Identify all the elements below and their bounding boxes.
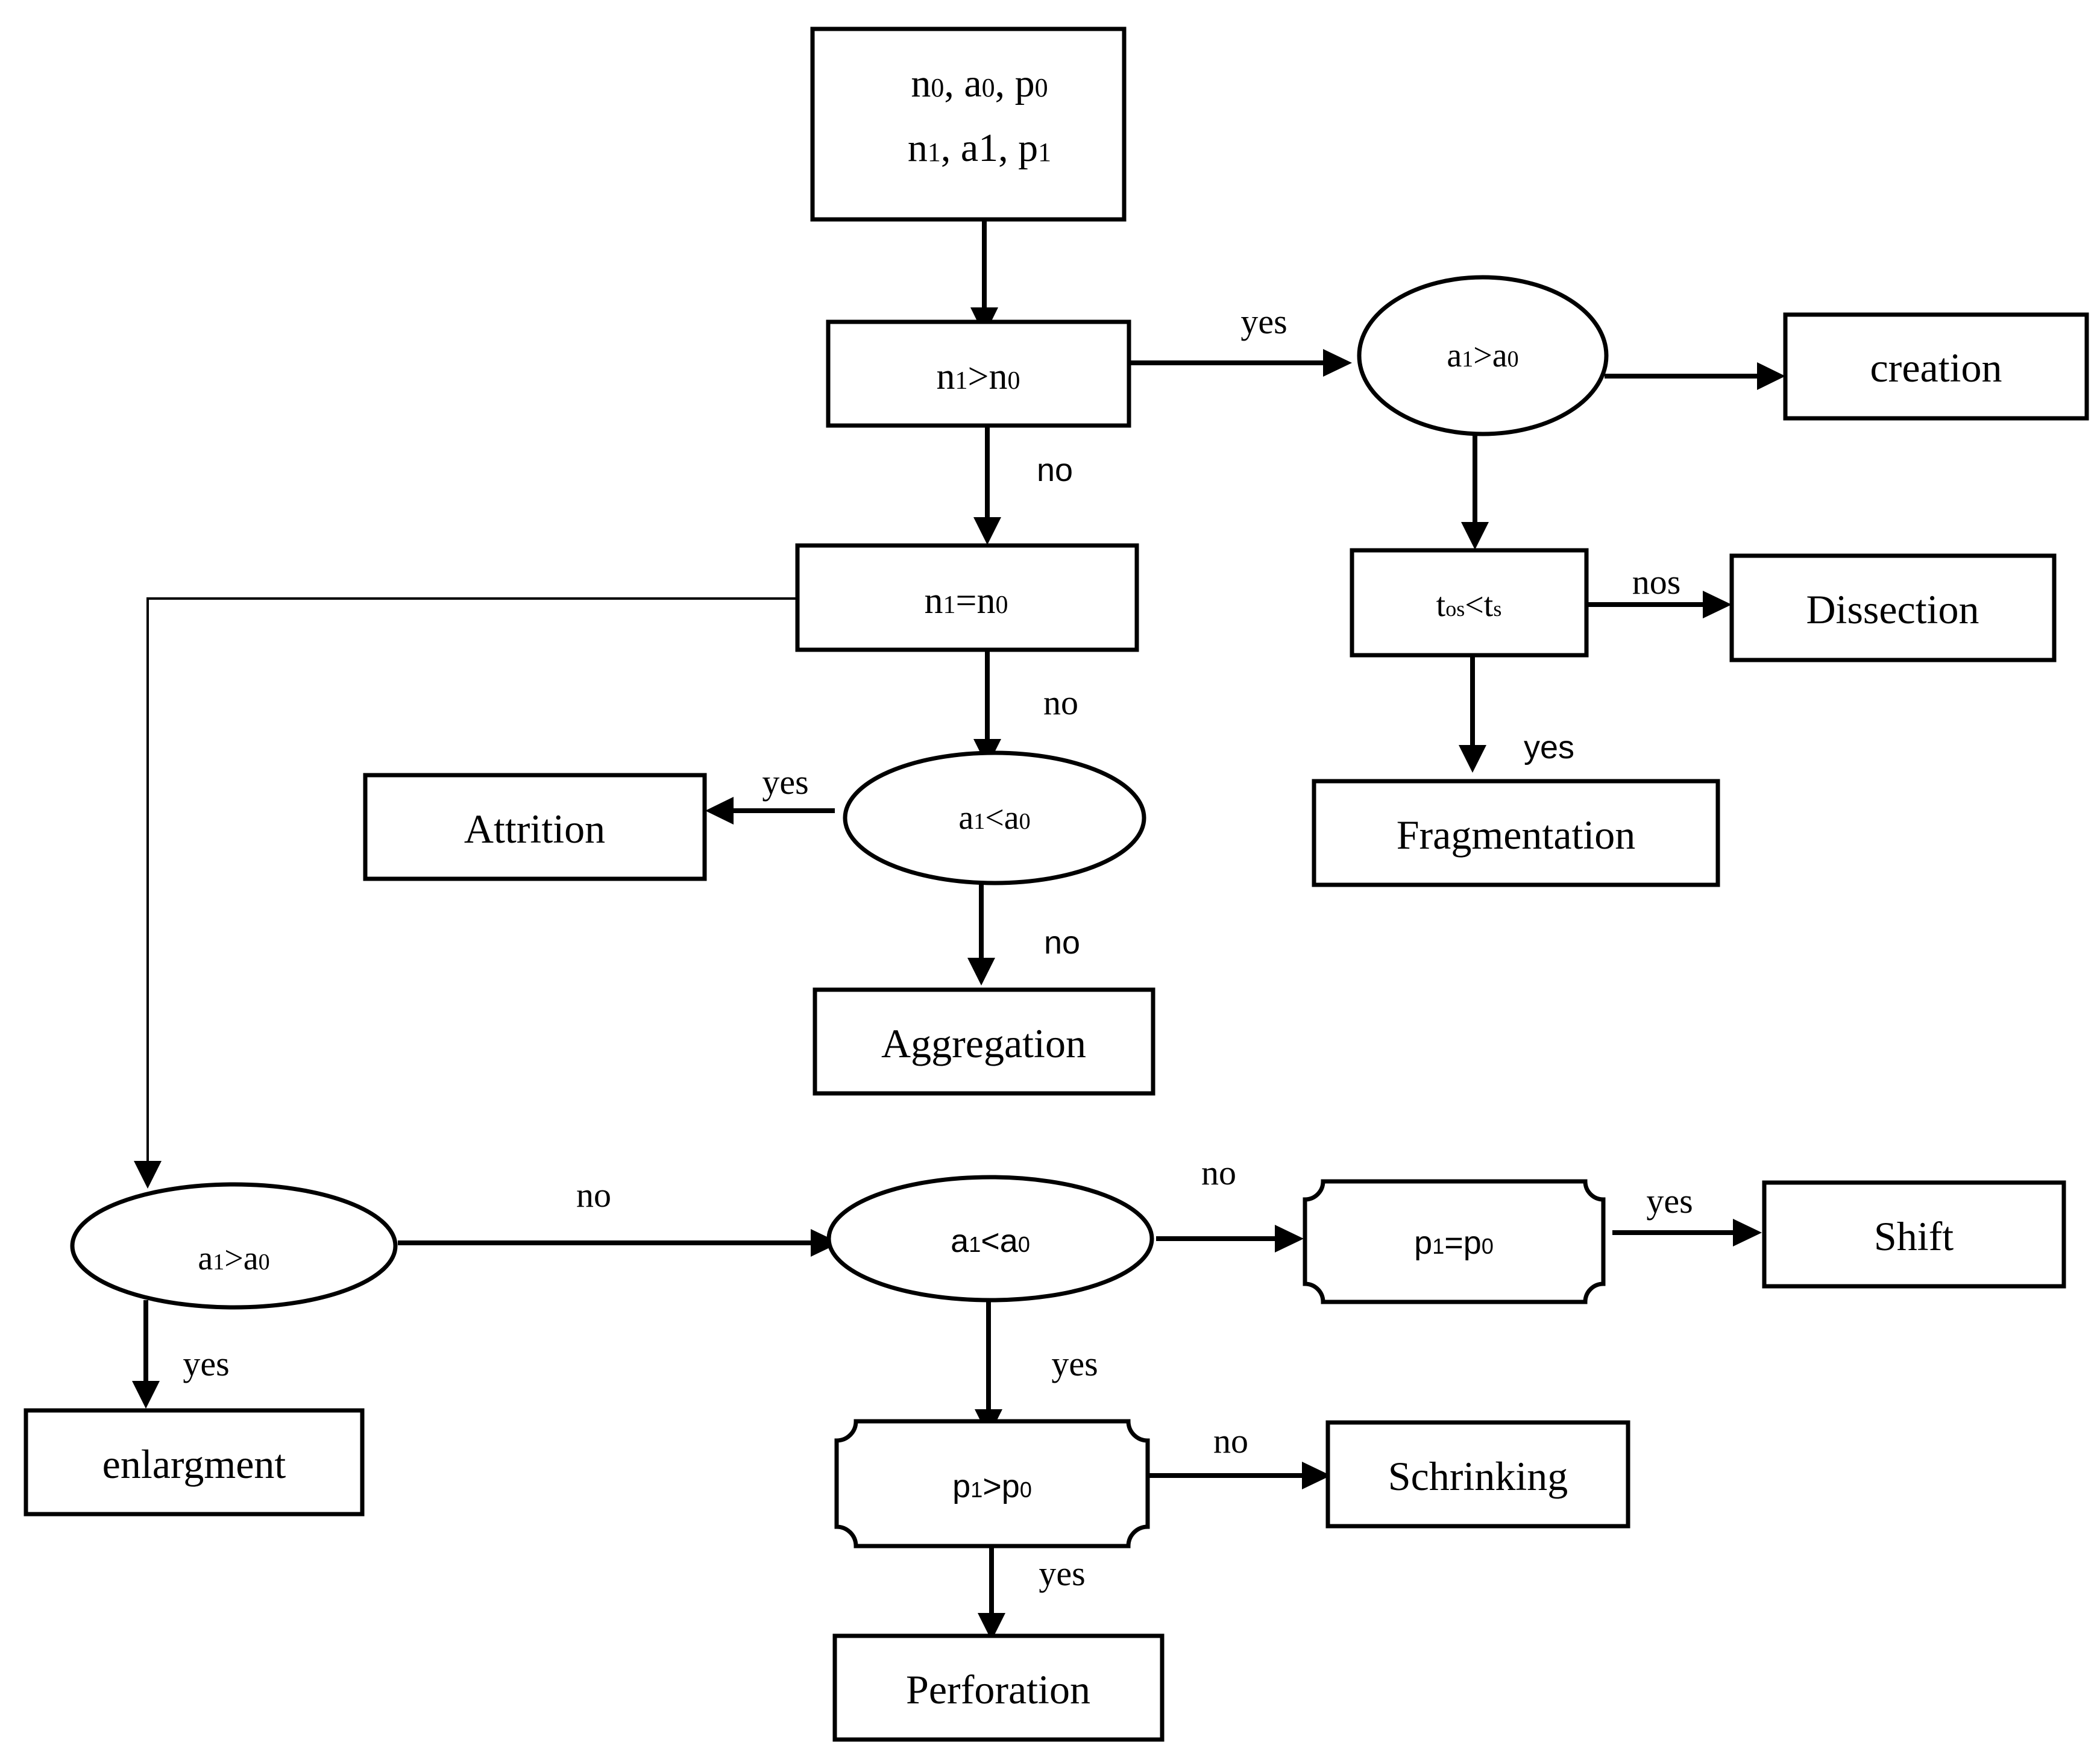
label-a-lt-bottom-yes: yes	[1051, 1344, 1098, 1383]
node-attrition: Attrition	[363, 773, 707, 881]
arrowhead	[811, 1229, 840, 1257]
node-fragmentation: Fragmentation	[1312, 779, 1720, 887]
arrowhead	[1302, 1462, 1331, 1489]
arrowhead	[973, 517, 1001, 545]
node-a1-gt-a0-bottom: a1>a0	[70, 1182, 398, 1310]
arrowhead	[1323, 349, 1352, 377]
label-p-gt-yes: yes	[1039, 1554, 1085, 1593]
shift-label: Shift	[1874, 1213, 1954, 1259]
a1-lt-a0-mid-label: a1<a0	[958, 799, 1030, 837]
node-input: n0, a0, p0 n1, a1, p1	[810, 27, 1127, 222]
arrowhead	[1733, 1219, 1762, 1246]
arrowhead	[1703, 591, 1732, 618]
attrition-label: Attrition	[464, 806, 605, 852]
fragmentation-label: Fragmentation	[1397, 812, 1636, 858]
input-line-1: n0, a0, p0	[911, 61, 1048, 105]
node-a1-lt-a0-mid: a1<a0	[843, 750, 1146, 885]
node-a1-lt-a0-bottom: a1<a0	[826, 1175, 1154, 1303]
arrowhead	[1459, 745, 1486, 773]
node-dissection: Dissection	[1729, 553, 2057, 662]
node-shift: Shift	[1762, 1180, 2066, 1289]
label-t-nos: nos	[1632, 562, 1681, 602]
node-a1-gt-a0-top: a1>a0	[1357, 275, 1609, 436]
node-enlargment: enlargment	[24, 1408, 365, 1517]
arrowhead	[134, 1161, 162, 1189]
node-creation: creation	[1783, 312, 2089, 421]
perforation-label: Perforation	[906, 1667, 1090, 1712]
node-perforation: Perforation	[832, 1633, 1165, 1742]
input-line-2: n1, a1, p1	[908, 126, 1051, 170]
n1-gt-n0-label: n1>n0	[937, 356, 1020, 397]
enlargment-label: enlargment	[102, 1441, 286, 1487]
arrowhead	[978, 1613, 1005, 1641]
edge-n-eq-to-a-gt-bottom	[146, 597, 797, 1163]
arrowhead	[705, 797, 734, 825]
label-n-gt-yes: yes	[1240, 302, 1287, 341]
aggregation-label: Aggregation	[881, 1020, 1086, 1066]
arrowhead	[132, 1381, 160, 1409]
node-p1-eq-p0: p1=p0	[1303, 1179, 1606, 1304]
t-os-lt-t-s-label: tos<ts	[1436, 586, 1502, 624]
label-p-gt-no: no	[1213, 1421, 1248, 1460]
creation-label: creation	[1870, 345, 2002, 391]
label-a-lt-mid-no: no	[1044, 925, 1080, 961]
n1-eq-n0-label: n1=n0	[925, 580, 1008, 621]
p1-gt-p0-label: p1>p0	[952, 1468, 1032, 1504]
arrowhead	[1757, 362, 1785, 390]
label-t-yes: yes	[1524, 729, 1574, 765]
label-a-gt-bottom-yes: yes	[183, 1344, 229, 1383]
arrowhead	[1275, 1225, 1304, 1253]
edges	[132, 219, 1785, 1641]
edge-labels: yes no no yes no nos yes no yes no yes y…	[183, 302, 1693, 1593]
label-a-gt-bottom-no: no	[576, 1175, 611, 1215]
node-schrinking: Schrinking	[1325, 1420, 1630, 1529]
schrinking-label: Schrinking	[1388, 1453, 1568, 1499]
arrowhead	[1461, 522, 1489, 550]
p1-eq-p0-label: p1=p0	[1414, 1225, 1494, 1261]
dissection-label: Dissection	[1806, 586, 1979, 632]
node-aggregation: Aggregation	[813, 987, 1155, 1096]
label-n-eq-no: no	[1043, 683, 1078, 722]
node-n1-gt-n0: n1>n0	[826, 319, 1131, 428]
label-a-lt-mid-yes: yes	[762, 762, 808, 802]
arrowhead	[967, 958, 995, 985]
label-a-lt-bottom-no: no	[1201, 1153, 1236, 1192]
node-p1-gt-p0: p1>p0	[834, 1419, 1150, 1548]
node-n1-eq-n0: n1=n0	[795, 543, 1139, 652]
label-n-gt-no: no	[1037, 452, 1073, 488]
a1-lt-a0-bottom-label: a1<a0	[951, 1223, 1030, 1259]
a1-gt-a0-bottom-label: a1>a0	[198, 1240, 269, 1277]
a1-gt-a0-top-label: a1>a0	[1447, 337, 1518, 374]
label-p-eq-yes: yes	[1646, 1181, 1693, 1221]
node-t-os-lt-t-s: tos<ts	[1350, 548, 1589, 658]
